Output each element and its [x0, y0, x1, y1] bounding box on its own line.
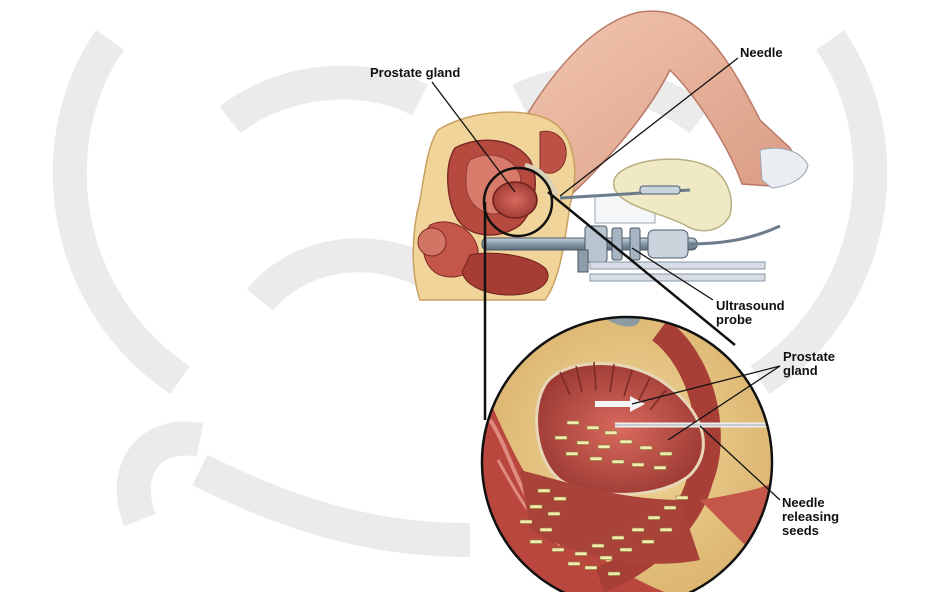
label-prostate-gland: Prostate gland	[370, 66, 460, 80]
label-prostate-gland-zoom: Prostate gland	[783, 350, 835, 378]
foot-covering	[760, 148, 808, 188]
label-ultrasound-probe: Ultrasound probe	[716, 299, 785, 327]
pelvis-cross-section	[413, 112, 574, 300]
label-needle: Needle	[740, 46, 783, 60]
label-needle-releasing-seeds: Needle releasing seeds	[782, 496, 839, 538]
